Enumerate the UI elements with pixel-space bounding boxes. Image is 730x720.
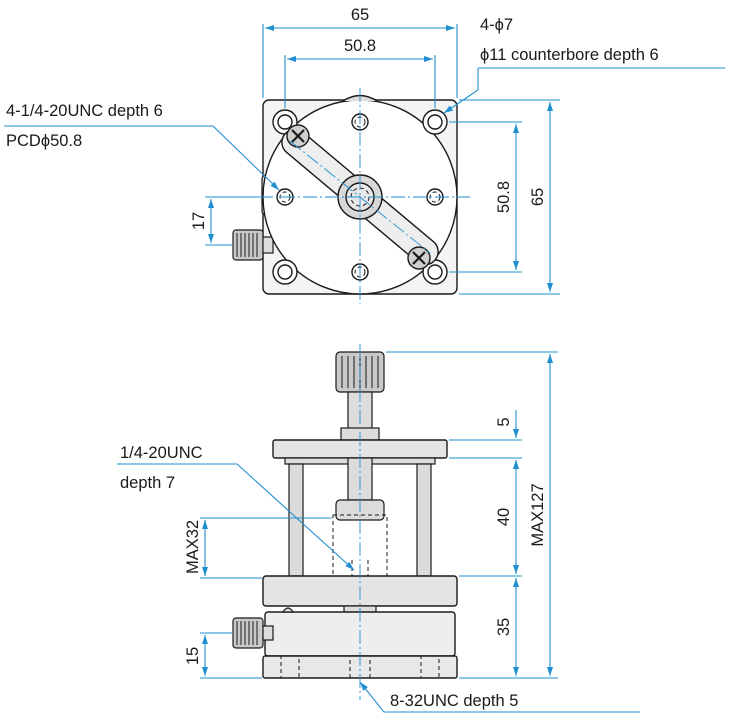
label-holes-line1: 4-ϕ7	[480, 16, 513, 34]
label-holes-line2: ϕ11 counterbore depth 6	[480, 46, 659, 64]
label-tap-line2: PCDϕ50.8	[6, 132, 82, 150]
label-center-tap-line1: 1/4-20UNC	[120, 444, 203, 462]
side-view-column-left	[288, 463, 304, 577]
label-center-tap-line2: depth 7	[120, 474, 175, 492]
side-view-column-right	[416, 463, 432, 577]
label-base-35: 35	[495, 618, 513, 636]
label-column-40: 40	[495, 508, 513, 526]
label-vpitch-50-8: 50.8	[495, 181, 513, 213]
leader-pcd-holes	[4, 125, 280, 191]
label-knob-offset-17: 17	[190, 212, 208, 230]
label-pitch-50-8: 50.8	[344, 37, 376, 55]
top-view: 65 50.8 4-ϕ7 ϕ11 counterbore depth 6 4-1…	[4, 6, 725, 304]
label-plate-5: 5	[495, 417, 513, 426]
label-tap-line1: 4-1/4-20UNC depth 6	[6, 102, 163, 120]
label-width-65: 65	[351, 6, 369, 24]
label-height-65: 65	[529, 188, 547, 206]
label-overall-max127: MAX127	[529, 483, 547, 546]
label-bottom-tap: 8-32UNC depth 5	[390, 692, 518, 710]
leader-center-tap	[117, 463, 355, 571]
label-knob-height-15: 15	[184, 647, 202, 665]
leader-corner-holes	[443, 68, 479, 114]
corner-counterbore-holes	[272, 109, 448, 285]
side-view: 1/4-20UNC depth 7 MAX32 15 5 40 35 MAX12…	[117, 344, 640, 713]
label-travel-max32: MAX32	[184, 520, 202, 574]
clamp-screws	[286, 124, 431, 270]
leader-bottom-tap	[359, 681, 640, 713]
